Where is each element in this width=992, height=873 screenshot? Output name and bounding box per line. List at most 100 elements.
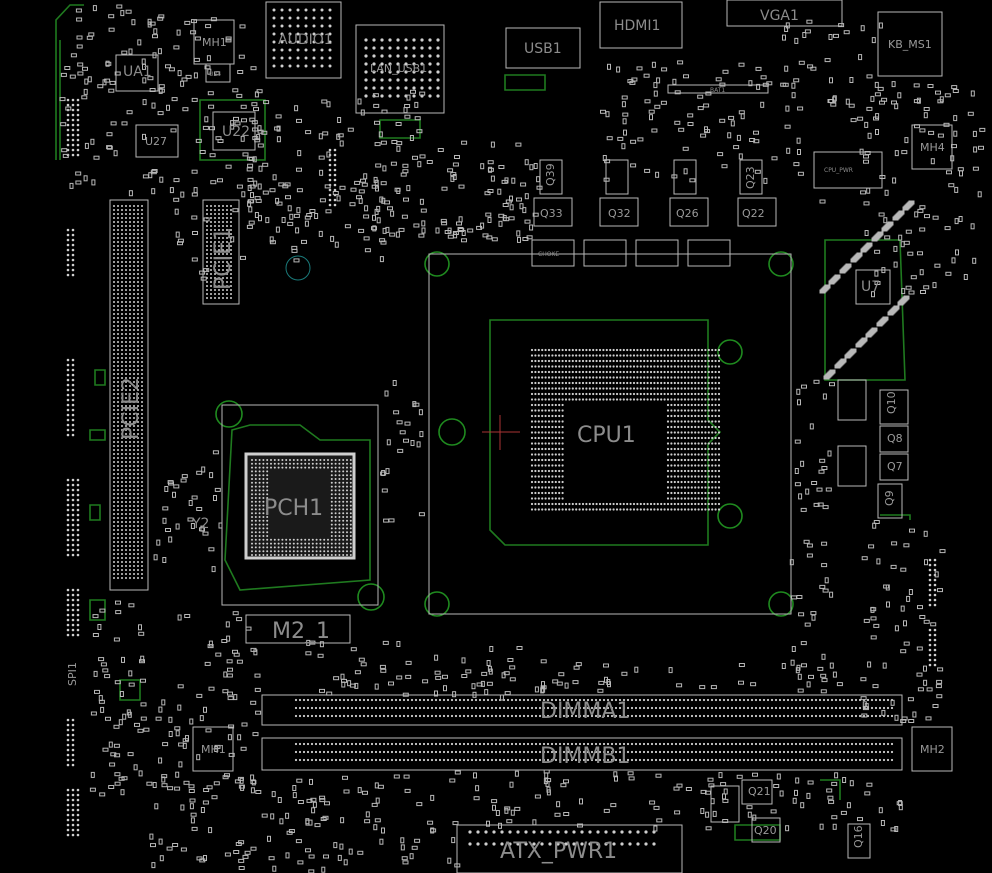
pad — [66, 488, 70, 492]
smd-part — [876, 322, 883, 327]
pad — [338, 512, 341, 515]
pad — [117, 481, 119, 483]
mosfet — [751, 817, 781, 843]
pad — [551, 392, 554, 396]
pad — [750, 758, 754, 762]
pad — [214, 229, 216, 231]
pad — [121, 293, 123, 295]
pad — [558, 469, 561, 473]
pad — [386, 706, 390, 710]
smd-part — [134, 722, 140, 727]
pad — [137, 249, 139, 251]
pad — [571, 381, 574, 385]
pad — [71, 763, 75, 767]
smd-part — [878, 212, 885, 217]
pad — [125, 369, 127, 371]
smd-part — [643, 73, 650, 78]
pad — [697, 464, 700, 467]
pad — [634, 758, 638, 762]
pad — [214, 293, 216, 295]
pad — [258, 550, 261, 553]
pad — [818, 714, 822, 718]
pad — [394, 750, 398, 754]
pad — [554, 453, 557, 456]
pad — [117, 497, 119, 499]
pad — [615, 392, 619, 396]
pad — [117, 333, 119, 335]
pad — [704, 420, 707, 423]
pad — [281, 554, 284, 556]
pad — [602, 750, 606, 754]
pad — [660, 381, 663, 385]
pad — [677, 502, 680, 506]
pad — [318, 742, 322, 746]
pad — [554, 750, 558, 754]
pad — [141, 541, 143, 543]
pad — [588, 376, 591, 379]
pad — [129, 345, 131, 347]
pad — [630, 698, 634, 702]
smd-part — [306, 213, 313, 217]
pad — [698, 706, 702, 710]
pad — [366, 706, 370, 710]
pad — [534, 414, 537, 418]
smd-part — [919, 205, 926, 210]
pad — [534, 469, 537, 473]
pad — [862, 758, 866, 762]
pad — [113, 549, 115, 551]
pad — [121, 385, 123, 387]
pad — [121, 441, 123, 443]
smd-part — [247, 163, 254, 168]
pad — [129, 473, 131, 475]
pad — [544, 486, 547, 489]
pad — [534, 381, 537, 385]
smd-part — [190, 812, 197, 817]
pad — [554, 497, 557, 500]
pad — [928, 663, 932, 667]
pad — [288, 24, 292, 28]
pad — [639, 381, 642, 385]
pad — [226, 289, 228, 291]
pad — [524, 842, 528, 846]
pad — [117, 573, 119, 575]
pad — [636, 354, 639, 357]
pad — [434, 706, 438, 710]
pad — [141, 209, 143, 211]
pad — [338, 516, 341, 518]
pad — [596, 842, 600, 846]
pad — [388, 46, 392, 50]
pad — [129, 241, 131, 243]
pad — [654, 758, 658, 762]
pad — [564, 365, 568, 368]
smd-part — [719, 118, 726, 123]
smd-part — [430, 828, 437, 833]
smd-part — [182, 107, 189, 112]
pad — [117, 349, 119, 351]
smd-part — [860, 190, 867, 195]
pad — [133, 513, 135, 515]
smd-part — [874, 270, 879, 277]
pad — [558, 414, 561, 418]
pad — [141, 401, 143, 403]
pad — [129, 281, 131, 283]
pad — [450, 758, 454, 762]
pad — [666, 442, 670, 445]
pad — [141, 453, 143, 455]
smd-part — [377, 784, 384, 789]
pad — [550, 742, 554, 746]
pad — [666, 354, 670, 357]
pad — [834, 714, 838, 718]
pad — [141, 277, 143, 279]
smd-part — [106, 145, 113, 150]
pad — [206, 257, 208, 259]
pad — [406, 698, 410, 702]
pad — [121, 537, 123, 539]
pad — [534, 420, 537, 423]
pad — [333, 148, 337, 152]
pad — [141, 237, 143, 239]
pad — [636, 370, 639, 374]
pad — [121, 409, 123, 411]
pad — [121, 249, 123, 251]
smd-part — [924, 559, 928, 566]
pad — [113, 445, 115, 447]
